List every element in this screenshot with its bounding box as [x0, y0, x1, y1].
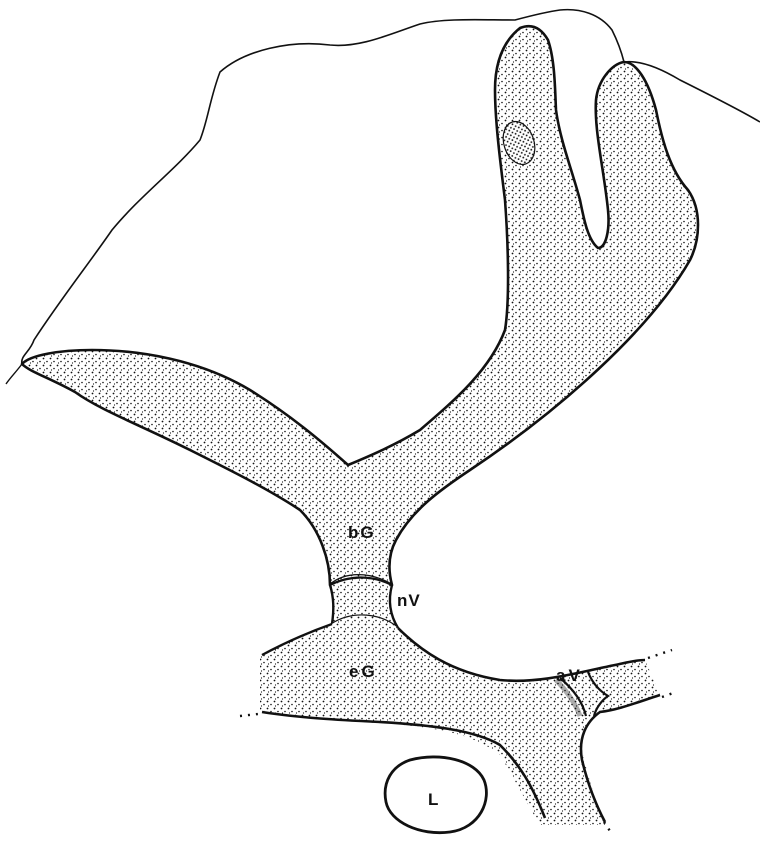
- label-bG: bG: [348, 523, 376, 542]
- dotted-lower-right: [662, 692, 676, 697]
- label-nV: nV: [397, 591, 421, 610]
- dotted-bottom: [604, 822, 612, 834]
- dotted-upper-right: [648, 650, 672, 658]
- upper-branch: [22, 26, 698, 585]
- label-eG: eG: [349, 662, 378, 681]
- label-aV: aV: [556, 666, 583, 685]
- dotted-left: [240, 714, 258, 716]
- label-L: L: [428, 790, 438, 809]
- tissue-outline-left-tip: [6, 364, 22, 384]
